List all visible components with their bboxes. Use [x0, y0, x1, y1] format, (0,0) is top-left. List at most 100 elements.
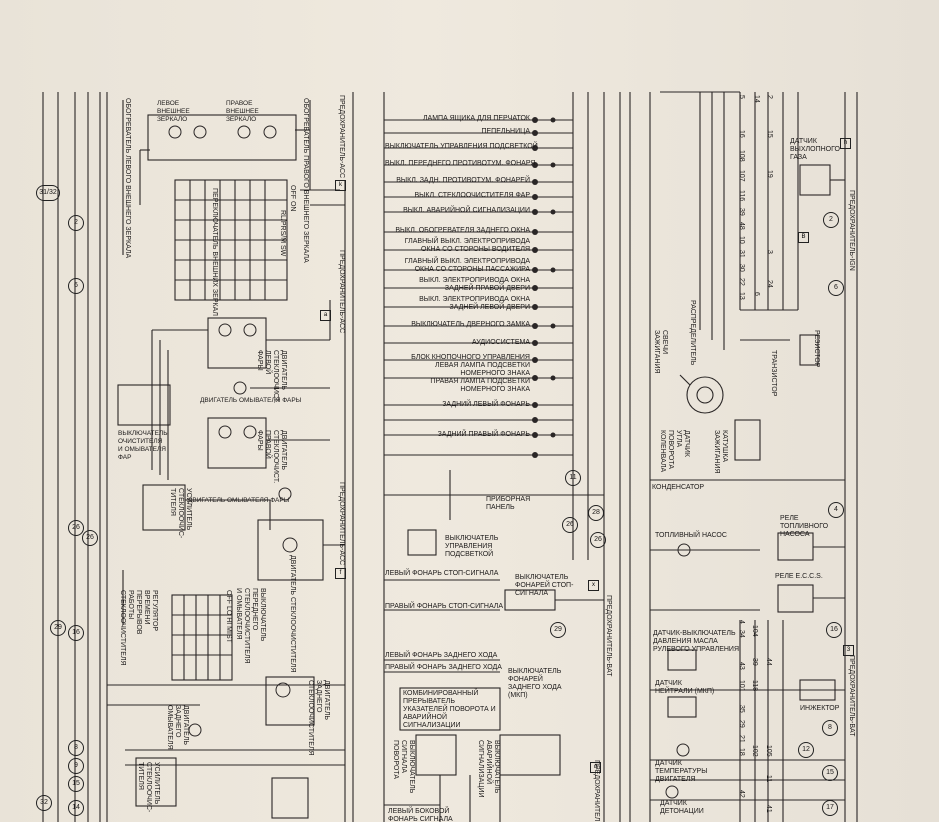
mid-number-34: 34: [738, 630, 745, 638]
rear-washer-label: ДВИГАТЕЛЬ ЗАДНЕГО ОМЫВАТЕЛЯ: [166, 705, 189, 750]
top-number-3: 3: [766, 250, 773, 254]
right-reverse-label: ПРАВЫЙ ФОНАРЬ ЗАДНЕГО ХОДА: [385, 664, 502, 671]
mid-item-1: ПЕПЕЛЬНИЦА: [481, 128, 530, 135]
front-wiper-motor-label: ДВИГАТЕЛЬ СТЕКЛООЧИСТИТЕЛЯ: [289, 555, 296, 673]
mid-item-10: ГЛАВНЫЙ ВЫКЛ. ЭЛЕКТРОПРИВОДА: [404, 258, 530, 265]
top-number-24: 24: [766, 280, 773, 288]
right-circle-4: 4: [828, 502, 844, 518]
top-number-15: 15: [766, 130, 773, 138]
mid-number-11: 11: [765, 775, 772, 783]
mid-item-9: ОКНА СО СТОРОНЫ ВОДИТЕЛЯ: [421, 246, 530, 253]
condenser-label: КОНДЕНСАТОР: [652, 484, 705, 491]
sw-labels: RL/PRS/M SW: [279, 210, 286, 257]
mid-item-7: ВЫКЛ. ОБОГРЕВАТЕЛЯ ЗАДНЕГО ОКНА: [395, 227, 530, 234]
bus-label-31-32: 31/32: [36, 185, 60, 201]
bus-label-15: 15: [68, 776, 84, 792]
mid-circle-26b: 26: [590, 532, 606, 548]
mid-item-2: ВЫКЛЮЧАТЕЛЬ УПРАВЛЕНИЯ ПОДСВЕТКОЙ: [385, 143, 538, 150]
right-circle-8: 8: [822, 720, 838, 736]
marker-B: B: [798, 232, 809, 243]
right-circle-2: 2: [823, 212, 839, 228]
top-number-116: 116: [738, 190, 745, 202]
bus-label-8: 8: [68, 740, 84, 756]
marker-q: q: [590, 762, 601, 773]
headlamp-washer-label: ДВИГАТЕЛЬ ОМЫВАТЕЛЯ ФАРЫ: [200, 397, 302, 404]
mid-number-104: 104: [751, 625, 758, 637]
top-number-22: 22: [738, 278, 745, 286]
left-headlamp-wiper-label: ДВИГАТЕЛЬ СТЕКЛООЧИСТ. ЛЕВОЙ ФАРЫ: [256, 350, 287, 404]
mid-number-29: 29: [738, 720, 745, 728]
right-stop-label: ПРАВЫЙ ФОНАРЬ СТОП-СИГНАЛА: [385, 603, 504, 610]
mid-number-118: 118: [751, 680, 758, 692]
turn-switch-label: ВЫКЛЮЧАТЕЛЬ СИГНАЛА ПОВОРОТА: [392, 740, 415, 794]
bus-label-6: 6: [68, 278, 84, 294]
top-number-16: 16: [738, 130, 745, 138]
mid-item-17: АУДИОСИСТЕМА: [471, 339, 530, 346]
top-number-30: 30: [738, 264, 745, 272]
mid-item-16: ВЫКЛЮЧАТЕЛЬ ДВЕРНОГО ЗАМКА: [411, 321, 530, 328]
mid-item-18: БЛОК КНОПОЧНОГО УПРАВЛЕНИЯ: [411, 354, 530, 361]
top-number-2: 2: [766, 95, 773, 99]
bus-label-26b: 26: [82, 530, 98, 546]
top-number-48: 48: [738, 222, 745, 230]
mid-item-11: ОКНА СО СТОРОНЫ ПАССАЖИРА: [414, 266, 530, 273]
bus-label-16: 16: [68, 625, 84, 641]
fuse-ign-label: ПРЕДОХРАНИТЕЛЬ-IGN: [848, 190, 855, 271]
bus-label-9: 9: [68, 758, 84, 774]
mid-item-12: ВЫКЛ. ЭЛЕКТРОПРИВОДА ОКНА: [419, 277, 530, 284]
bus-label-2: 2: [68, 215, 84, 231]
stop-switch-label: ВЫКЛЮЧАТЕЛЬ ФОНАРЕЙ СТОП-СИГНАЛА: [515, 574, 574, 597]
transistor-label: ТРАНЗИСТОР: [770, 350, 777, 397]
top-number-19: 19: [766, 170, 773, 178]
left-reverse-label: ЛЕВЫЙ ФОНАРЬ ЗАДНЕГО ХОДА: [385, 652, 498, 659]
top-number-6: 6: [753, 292, 760, 296]
fuel-pump-label: ТОПЛИВНЫЙ НАСОС: [655, 532, 727, 539]
top-number-31: 31: [738, 250, 745, 258]
front-wiper-switch-label: ВЫКЛЮЧАТЕЛЬ ПЕРЕДНЕГО СТЕКЛООЧИСТИТЕЛЯ И…: [235, 588, 266, 664]
bus-label-26a: 26: [68, 520, 84, 536]
top-number-39: 39: [738, 208, 745, 216]
mid-item-24: ЗАДНИЙ ПРАВЫЙ ФОНАРЬ: [437, 431, 530, 438]
marker-f: f: [335, 568, 346, 579]
mid-item-4: ВЫКЛ. ЗАДН. ПРОТИВОТУМ. ФОНАРЕЙ: [396, 177, 530, 184]
right-circle-6: 6: [828, 280, 844, 296]
interval-resistor-label: РЕГУЛЯТОР ВРЕМЕНИ ПЕРЕРЫВОВ РАБОТЫ СТЕКЛ…: [119, 590, 158, 666]
bus-label-29: 29: [50, 620, 66, 636]
headlamp-wiper-switch-label: ВЫКЛЮЧАТЕЛЬ ОЧИСТИТЕЛЯ И ОМЫВАТЕЛЯ ФАР: [118, 430, 168, 461]
right-headlamp-wiper-label: ДВИГАТЕЛЬ СТЕКЛООЧИСТ. ПРАВОЙ ФАРЫ: [256, 430, 287, 484]
mid-number-21: 21: [738, 735, 745, 743]
mid-number-44: 44: [765, 658, 772, 666]
top-number-5: 5: [738, 95, 745, 99]
mid-item-22: НОМЕРНОГО ЗНАКА: [460, 386, 530, 393]
mid-number-102: 102: [751, 745, 758, 757]
knock-sensor-label: ДАТЧИК ДЕТОНАЦИИ: [660, 800, 704, 815]
mid-number-43: 43: [738, 662, 745, 670]
right-circle-15: 15: [822, 765, 838, 781]
mid-number-18: 18: [738, 748, 745, 756]
right-circle-17: 17: [822, 800, 838, 816]
bus-label-32: 32: [36, 795, 52, 811]
mid-item-19: ЛЕВАЯ ЛАМПА ПОДСВЕТКИ: [435, 362, 530, 369]
hazard-switch-label: ВЫКЛЮЧАТЕЛЬ АВАРИЙНОЙ СИГНАЛИЗАЦИИ: [477, 740, 500, 798]
mid-item-0: ЛАМПА ЯЩИКА ДЛЯ ПЕРЧАТОК: [422, 115, 530, 122]
mid-item-8: ГЛАВНЫЙ ВЫКЛ. ЭЛЕКТРОПРИВОДА: [404, 238, 530, 245]
ignition-coil-label: КАТУШКА ЗАЖИГАНИЯ: [713, 430, 728, 474]
mid-number-35: 35: [738, 705, 745, 713]
spark-plugs-label: СВЕЧИ ЗАЖИГАНИЯ: [653, 330, 668, 374]
side-turn-label: ЛЕВЫЙ БОКОВОЙ ФОНАРЬ СИГНАЛА ПОВОРОТА: [388, 808, 453, 822]
right-circle-12: 12: [798, 742, 814, 758]
resistor-label: РЕЗИСТОР: [813, 330, 820, 368]
top-number-13: 13: [738, 292, 745, 300]
mid-circle-26a: 26: [562, 517, 578, 533]
mid-item-21: ПРАВАЯ ЛАМПА ПОДСВЕТКИ: [430, 378, 530, 385]
mid-number-4: 4: [738, 620, 745, 624]
neutral-switch-label: ДАТЧИК НЕЙТРАЛИ (МКП): [655, 680, 715, 695]
injector-label: ИНЖЕКТОР: [800, 705, 840, 712]
eccs-relay-label: РЕЛЕ E.C.C.S.: [775, 573, 823, 580]
fuse-acc-low-label: ПРЕДОХРАНИТЕЛЬ-ACC: [338, 482, 345, 566]
marker-a: a: [320, 310, 331, 321]
fuel-pump-relay-label: РЕЛЕ ТОПЛИВНОГО НАСОСА: [780, 515, 829, 538]
mid-item-23: ЗАДНИЙ ЛЕВЫЙ ФОНАРЬ: [442, 401, 530, 408]
right-circle-16: 16: [826, 622, 842, 638]
